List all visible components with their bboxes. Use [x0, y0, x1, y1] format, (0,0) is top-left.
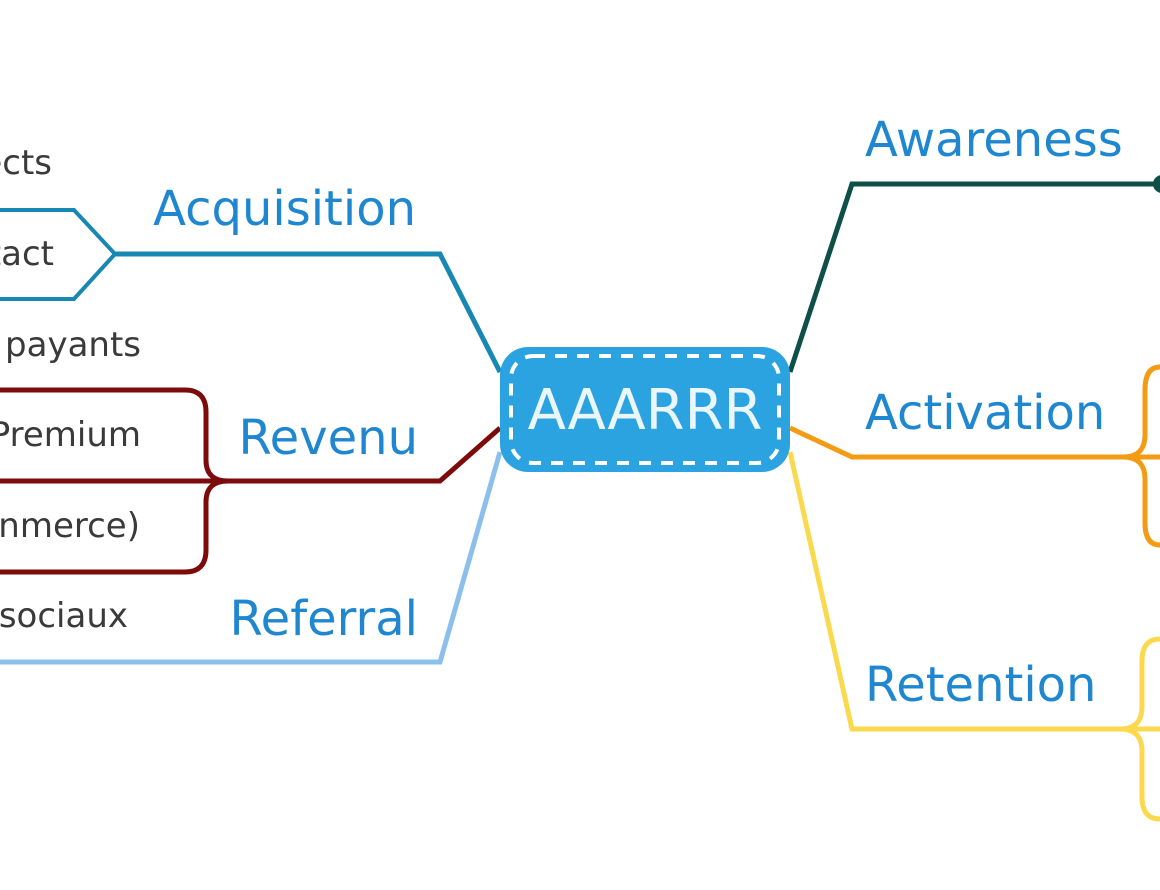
branch-label-awareness[interactable]: Awareness: [865, 112, 1123, 168]
acquisition-connector: [112, 251, 503, 374]
branch-label-revenu[interactable]: Revenu: [238, 410, 418, 466]
branch-label-retention[interactable]: Retention: [865, 657, 1096, 713]
awareness-end-node: [1153, 175, 1160, 193]
acquisition-leaf-1[interactable]: ects: [0, 143, 52, 183]
retention-brace: [1119, 636, 1160, 822]
revenu-leaf-2[interactable]: nmerce): [0, 506, 140, 546]
revenu-brace: [0, 387, 240, 575]
acquisition-leaf-hexagon[interactable]: [0, 208, 118, 301]
central-topic-node[interactable]: AAARRR: [500, 347, 790, 472]
referral-connector: [0, 451, 503, 665]
referral-leaf-1[interactable]: sociaux: [0, 596, 128, 636]
revenu-connector: [240, 426, 502, 484]
revenu-leaf-1[interactable]: Premium: [0, 415, 141, 455]
branch-label-activation[interactable]: Activation: [865, 385, 1105, 441]
acquisition-leaf-2[interactable]: tact: [0, 234, 54, 274]
acquisition-leaf-3[interactable]: payants: [5, 325, 141, 365]
activation-connector: [788, 425, 1160, 460]
branch-label-referral[interactable]: Referral: [229, 591, 418, 647]
branch-label-acquisition[interactable]: Acquisition: [153, 181, 416, 237]
activation-brace: [1122, 364, 1160, 548]
retention-connector: [787, 451, 1160, 732]
central-topic-label: AAARRR: [528, 378, 763, 443]
awareness-connector: [787, 181, 1160, 373]
